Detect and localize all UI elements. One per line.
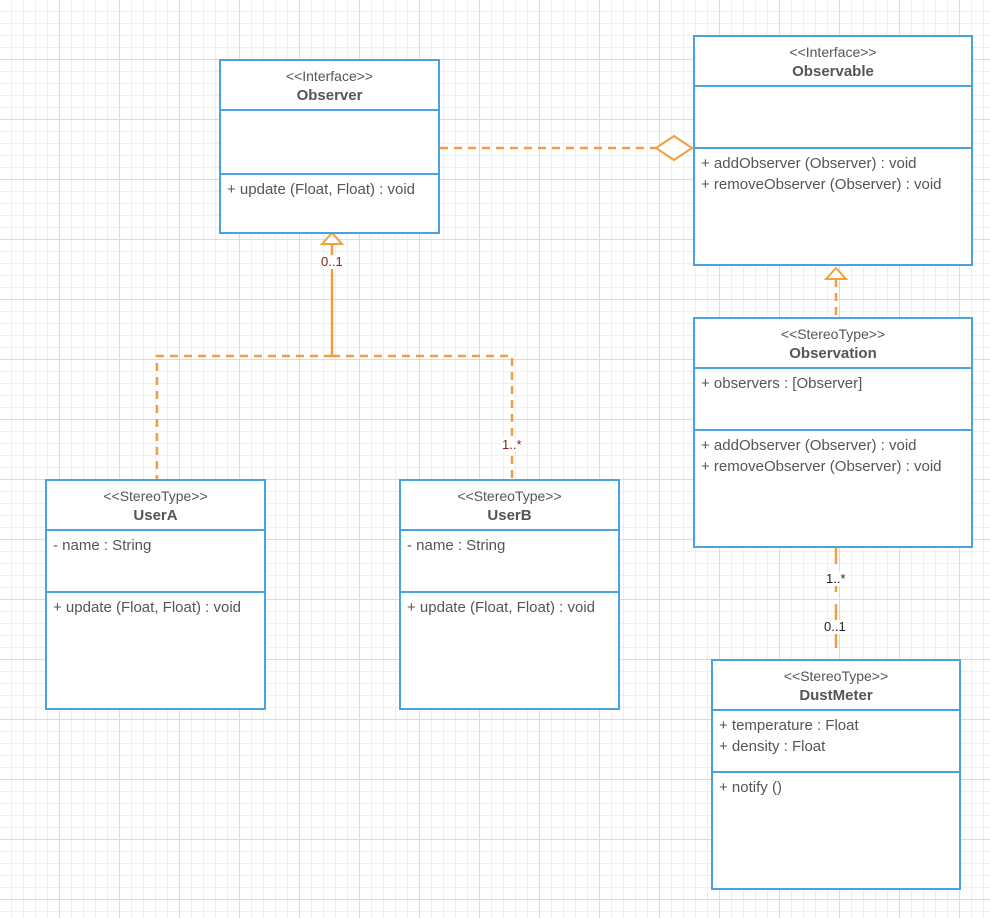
- attribute-item: + density : Float: [719, 738, 826, 755]
- method-item: + update (Float, Float) : void: [227, 181, 416, 198]
- class-name: Observable: [792, 63, 874, 80]
- userb-class[interactable]: <<StereoType>> UserB - name : String + u…: [399, 479, 620, 710]
- class-header: <<Interface>> Observable: [695, 37, 971, 87]
- attributes-section: [221, 111, 438, 175]
- attributes-section: - name : String: [401, 531, 618, 593]
- stereotype-label: <<StereoType>>: [783, 668, 889, 684]
- dustmeter-class[interactable]: <<StereoType>> DustMeter + temperature :…: [711, 659, 961, 890]
- method-item: + update (Float, Float) : void: [407, 599, 596, 616]
- class-name: DustMeter: [799, 687, 873, 704]
- multiplicity-userb-end: 1..*: [501, 437, 523, 452]
- class-header: <<StereoType>> Observation: [695, 319, 971, 369]
- aggregation-diamond: [654, 134, 694, 162]
- multiplicity-observation-end: 1..*: [825, 571, 847, 586]
- multiplicity-observer-end: 0..1: [320, 254, 344, 269]
- realization-branch-usera: [155, 354, 332, 479]
- observation-class[interactable]: <<StereoType>> Observation + observers :…: [693, 317, 973, 548]
- realization-arrowhead-observer: [319, 231, 345, 245]
- usera-class[interactable]: <<StereoType>> UserA - name : String + u…: [45, 479, 266, 710]
- realization-arrowhead-observable: [823, 266, 849, 280]
- attribute-item: + observers : [Observer]: [701, 375, 863, 392]
- class-name: Observation: [789, 345, 877, 362]
- methods-section: + notify (): [713, 773, 959, 802]
- class-header: <<StereoType>> UserA: [47, 481, 264, 531]
- class-header: <<StereoType>> DustMeter: [713, 661, 959, 711]
- methods-section: + update (Float, Float) : void: [47, 593, 264, 622]
- stereotype-label: <<StereoType>>: [103, 488, 208, 504]
- class-name: Observer: [296, 87, 363, 104]
- class-name: UserA: [133, 507, 178, 524]
- method-item: + addObserver (Observer) : void: [701, 155, 917, 172]
- realization-branch-userb: [332, 354, 514, 479]
- methods-section: + update (Float, Float) : void: [221, 175, 438, 204]
- multiplicity-dustmeter-end: 0..1: [823, 619, 847, 634]
- attributes-section: + observers : [Observer]: [695, 369, 971, 431]
- method-item: + update (Float, Float) : void: [53, 599, 242, 616]
- attributes-section: [695, 87, 971, 149]
- observer-class[interactable]: <<Interface>> Observer + update (Float, …: [219, 59, 440, 234]
- methods-section: + update (Float, Float) : void: [401, 593, 618, 622]
- method-item: + addObserver (Observer) : void: [701, 437, 917, 454]
- method-item: + notify (): [719, 779, 782, 796]
- stereotype-label: <<StereoType>>: [457, 488, 562, 504]
- attributes-section: + temperature : Float + density : Float: [713, 711, 959, 773]
- attribute-item: + temperature : Float: [719, 717, 859, 734]
- stereotype-label: <<Interface>>: [789, 44, 877, 60]
- class-name: UserB: [487, 507, 532, 524]
- methods-section: + addObserver (Observer) : void + remove…: [695, 149, 971, 199]
- stereotype-label: <<StereoType>>: [780, 326, 886, 342]
- method-item: + removeObserver (Observer) : void: [701, 458, 942, 475]
- attributes-section: - name : String: [47, 531, 264, 593]
- stereotype-label: <<Interface>>: [285, 68, 374, 84]
- observable-class[interactable]: <<Interface>> Observable + addObserver (…: [693, 35, 973, 266]
- method-item: + removeObserver (Observer) : void: [701, 176, 942, 193]
- methods-section: + addObserver (Observer) : void + remove…: [695, 431, 971, 481]
- class-header: <<Interface>> Observer: [221, 61, 438, 111]
- attribute-item: - name : String: [53, 537, 152, 554]
- class-header: <<StereoType>> UserB: [401, 481, 618, 531]
- attribute-item: - name : String: [407, 537, 506, 554]
